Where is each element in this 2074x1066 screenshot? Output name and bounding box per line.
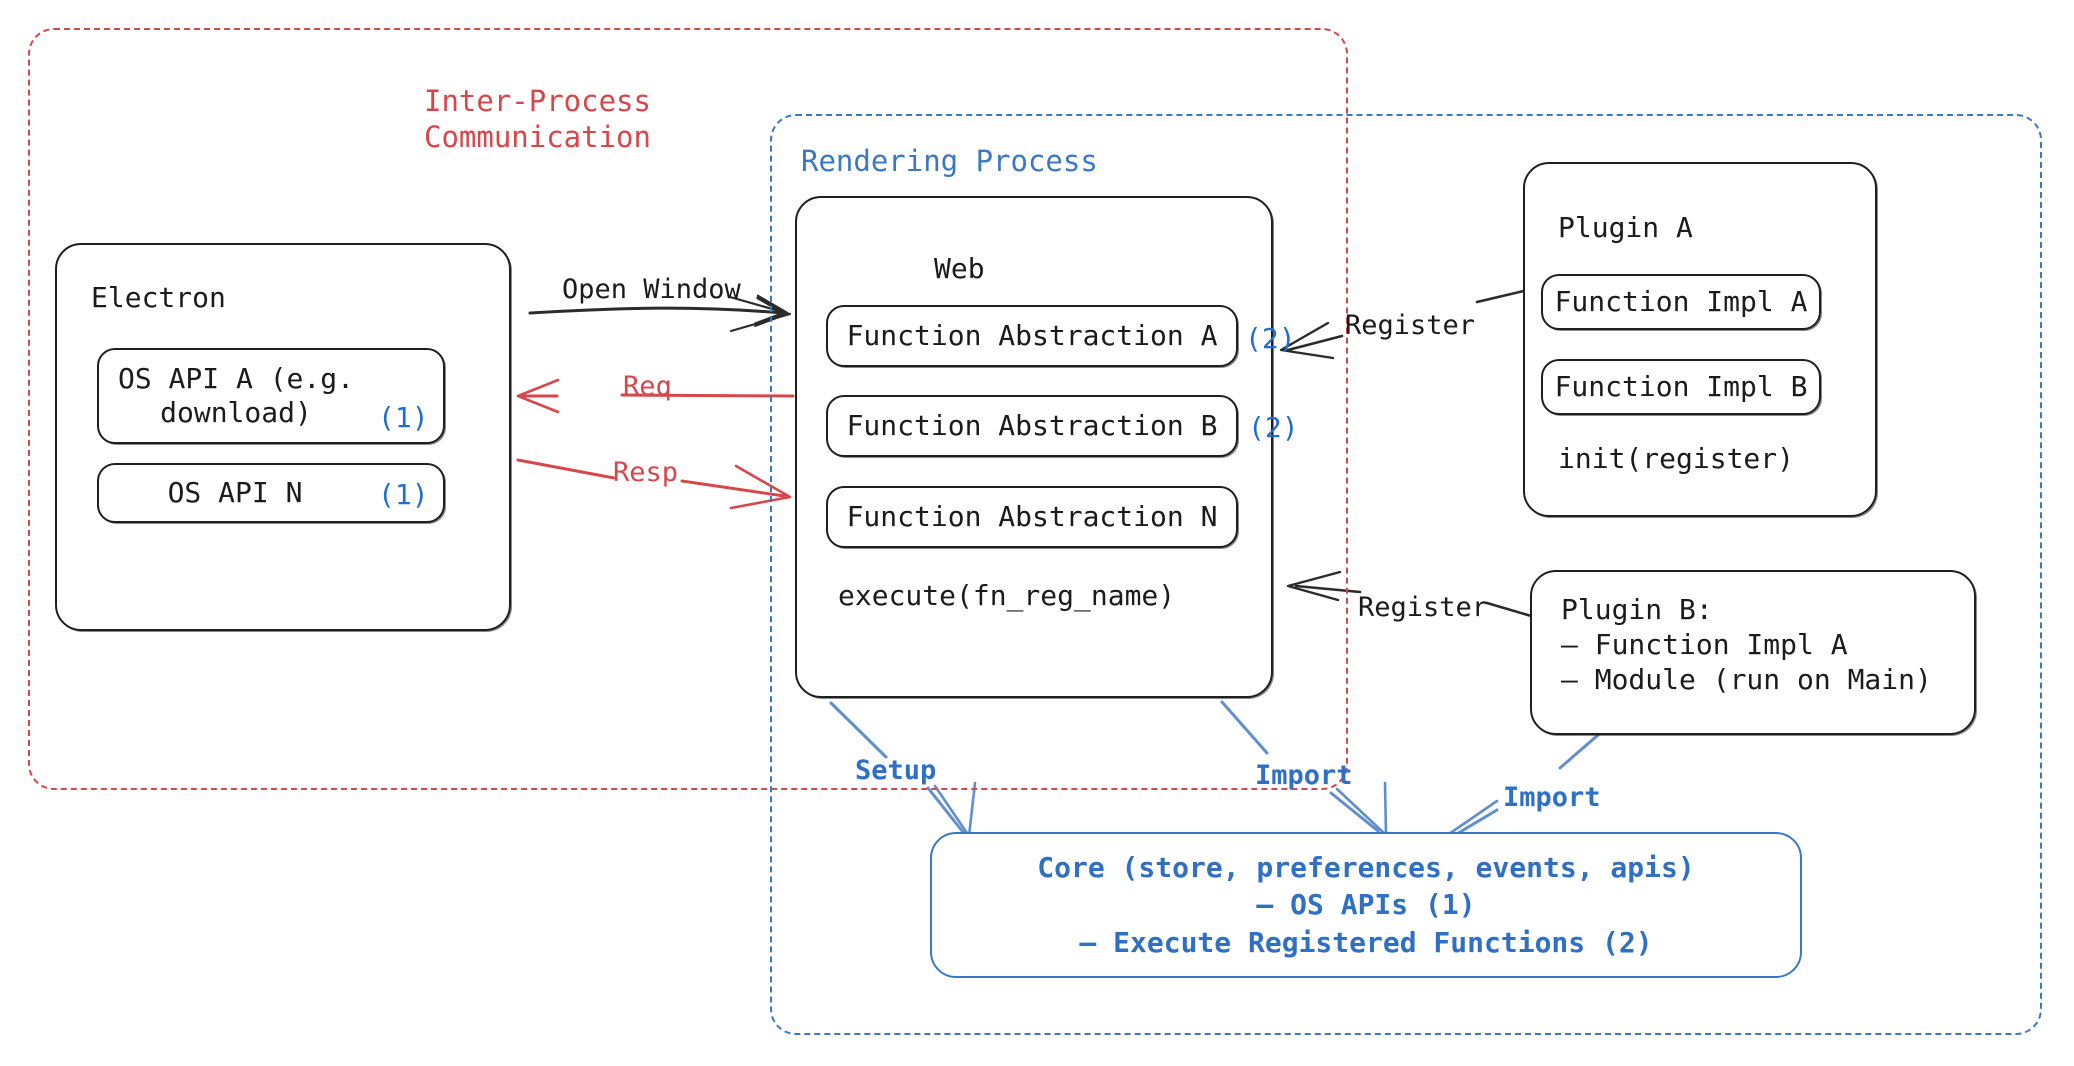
os-api-a-label: OS API A (e.g. download) <box>117 361 354 429</box>
plugin-b-lines: Plugin B: – Function Impl A – Module (ru… <box>1561 593 1932 696</box>
core-line-3: – Execute Registered Functions (2) <box>1079 925 1653 959</box>
function-abstraction-b-box[interactable] <box>826 395 1238 457</box>
edge-label-setup: Setup <box>855 755 937 786</box>
group-label-rendering-process: Rendering Process <box>801 144 1098 178</box>
group-rendering-process <box>770 114 2042 1035</box>
web-title: Web <box>934 252 985 285</box>
edge-label-import-plugin-b: Import <box>1503 782 1601 813</box>
function-abstraction-b-label: Function Abstraction B <box>846 408 1218 442</box>
edge-label-req: Req <box>623 371 672 402</box>
function-abstraction-a-box[interactable] <box>826 305 1238 367</box>
core-line-2: – OS APIs (1) <box>1256 888 1476 922</box>
function-impl-a-label: Function Impl A <box>1554 284 1808 318</box>
core-line-1: Core (store, preferences, events, apis) <box>1037 851 1695 885</box>
edge-label-import-web: Import <box>1255 760 1353 791</box>
function-impl-b-box[interactable] <box>1541 359 1821 415</box>
edge-label-resp: Resp <box>613 457 679 488</box>
function-impl-b-label: Function Impl B <box>1554 369 1808 403</box>
electron-title: Electron <box>91 281 226 314</box>
function-impl-a-box[interactable] <box>1541 274 1821 330</box>
os-api-n-label: OS API N <box>167 475 303 509</box>
core-box: Core (store, preferences, events, apis) … <box>930 832 1802 978</box>
edge-label-register-plugin-b: Register <box>1358 592 1489 623</box>
function-abstraction-n-label: Function Abstraction N <box>846 499 1218 533</box>
os-api-a-box[interactable] <box>97 348 445 444</box>
os-api-n-marker: (1) <box>378 478 429 511</box>
plugin-a-box <box>1523 162 1877 517</box>
os-api-a-marker: (1) <box>378 401 429 434</box>
function-abstraction-n-box[interactable] <box>826 486 1238 548</box>
group-inter-process-communication <box>28 28 1348 790</box>
edge-label-open-window: Open Window <box>562 274 741 305</box>
plugin-a-title: Plugin A <box>1558 211 1693 244</box>
web-execute-label: execute(fn_reg_name) <box>838 579 1176 612</box>
function-abstraction-a-marker: (2) <box>1245 322 1296 355</box>
os-api-n-box[interactable] <box>97 463 445 523</box>
edge-label-register-plugin-a: Register <box>1345 310 1476 341</box>
function-abstraction-a-label: Function Abstraction A <box>846 318 1218 352</box>
plugin-b-box <box>1530 570 1976 735</box>
group-label-inter-process-communication: Inter-Process Communication <box>424 84 651 155</box>
function-abstraction-b-marker: (2) <box>1248 411 1299 444</box>
plugin-a-init-label: init(register) <box>1558 442 1795 475</box>
